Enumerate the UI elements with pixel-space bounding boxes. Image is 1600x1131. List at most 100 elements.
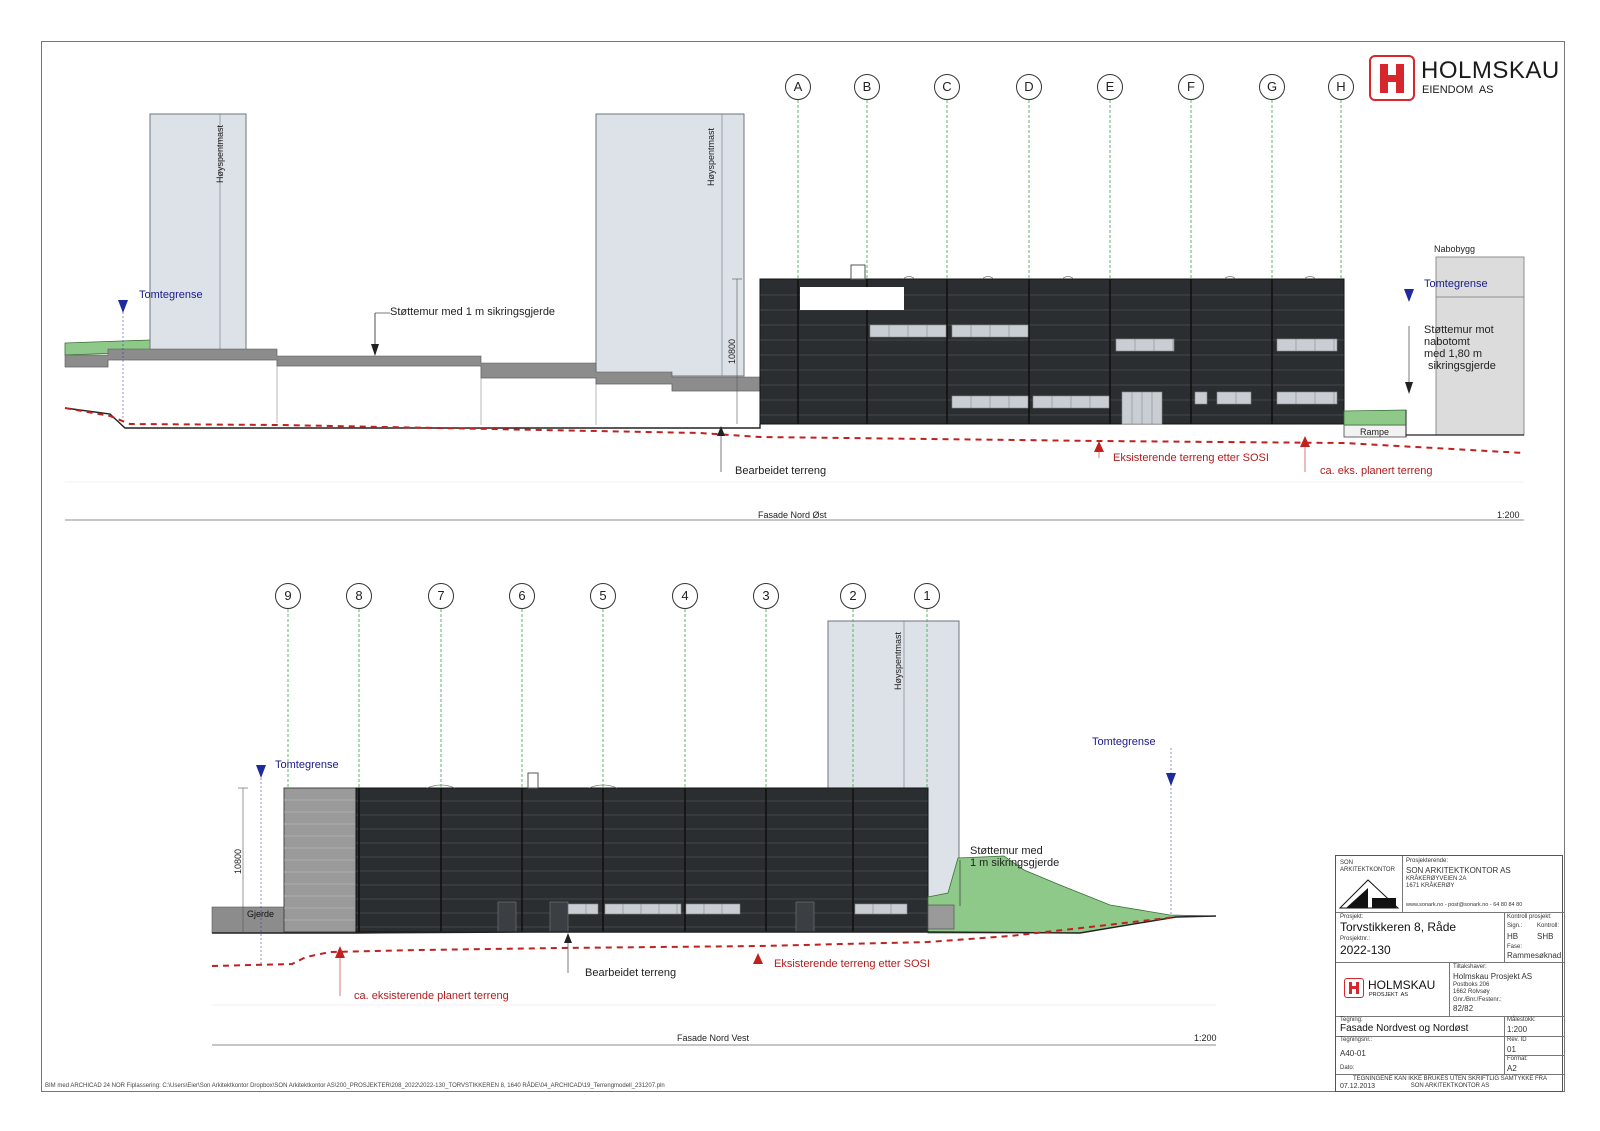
existing-terrain-bottom bbox=[211, 916, 1177, 967]
disclaimer-line-2: SON ARKITEKTKONTOR AS bbox=[1410, 1083, 1490, 1089]
firm-logo-line-2: ARKITEKTKONTOR bbox=[1340, 867, 1395, 873]
gnr-label: Gnr./Bnr./Festenr.: bbox=[1453, 997, 1502, 1003]
prosjekterende-name: SON ARKITEKTKONTOR AS bbox=[1406, 866, 1511, 875]
top-grid-bubble-E: E bbox=[1097, 74, 1123, 100]
eksisterende-label-bottom: Eksisterende terreng etter SOSI bbox=[774, 958, 930, 970]
top-grid-bubble-D: D bbox=[1016, 74, 1042, 100]
roof-vent bbox=[850, 264, 866, 280]
tomtegrense-label-top-right: Tomtegrense bbox=[1424, 278, 1488, 290]
client-logo-sub: PROSJEKT AS bbox=[1369, 992, 1409, 998]
bottom-grid-bubble-2: 2 bbox=[840, 583, 866, 609]
stottemur-nabo-line-1: Støttemur mot bbox=[1424, 324, 1494, 336]
mast-middle bbox=[595, 113, 745, 377]
stottemur-label-top: Støttemur med 1 m sikringsgjerde bbox=[390, 306, 556, 318]
prosjekterende-label: Prosjekterende: bbox=[1406, 858, 1449, 864]
dato-value: 07.12.2013 bbox=[1340, 1083, 1376, 1090]
facade-window bbox=[685, 903, 741, 915]
sign-label: Sign.: bbox=[1507, 923, 1523, 929]
top-grid-bubble-F: F bbox=[1178, 74, 1204, 100]
tiltakshaver-postbox: Postboks 206 bbox=[1453, 982, 1490, 988]
ground-line-bottom bbox=[212, 915, 1217, 934]
client-logo-name: HOLMSKAU bbox=[1368, 978, 1436, 992]
format-value: A2 bbox=[1507, 1064, 1517, 1073]
stottemur-label-bottom: Støttemur med 1 m sikringsgjerde bbox=[970, 845, 1059, 869]
tomtegrense-label-bottom-right: Tomtegrense bbox=[1092, 736, 1156, 748]
logo-sub: EIENDOM AS bbox=[1422, 84, 1494, 96]
mast-left bbox=[149, 113, 247, 353]
tiltakshaver-city: 1662 Rolvsøy bbox=[1453, 989, 1490, 995]
planert-label-bottom: ca. eksisterende planert terreng bbox=[354, 990, 509, 1002]
kontroll-sign-label: Kontroll: bbox=[1537, 923, 1560, 929]
height-dimension-top: 10800 bbox=[727, 338, 737, 364]
bearbeidet-label-bottom: Bearbeidet terreng bbox=[585, 967, 677, 979]
bottom-grid-bubble-7: 7 bbox=[428, 583, 454, 609]
mast-label-top-left: Høyspentmast bbox=[215, 124, 225, 183]
tegningsnr-value: A40-01 bbox=[1340, 1049, 1366, 1058]
top-grid-bubble-H: H bbox=[1328, 74, 1354, 100]
prosjekterende-city: 1671 KRÅKERØY bbox=[1406, 883, 1455, 889]
bottom-grid-bubble-6: 6 bbox=[509, 583, 535, 609]
bottom-grid-bubble-3: 3 bbox=[753, 583, 779, 609]
rev-value: 01 bbox=[1507, 1045, 1516, 1054]
tiltakshaver-label: Tiltakshaver: bbox=[1453, 964, 1487, 970]
stottemur-nabo-line-2: nabotomt bbox=[1424, 336, 1470, 348]
firm-logo-icon bbox=[1338, 879, 1400, 909]
stottemur-bottom-line-2: 1 m sikringsgjerde bbox=[970, 857, 1060, 869]
gjerde-label: Gjerde bbox=[247, 909, 275, 919]
tomtegrense-label-bottom-left: Tomtegrense bbox=[275, 759, 339, 771]
facade-window bbox=[604, 903, 682, 915]
tomtegrense-label-top-left: Tomtegrense bbox=[139, 289, 203, 301]
logo-h-icon bbox=[1369, 55, 1415, 101]
existing-terrain-top bbox=[64, 407, 1525, 454]
prosjektnr-value: 2022-130 bbox=[1340, 943, 1391, 957]
bottom-grid-bubble-8: 8 bbox=[346, 583, 372, 609]
mast-label-top-middle: Høyspentmast bbox=[706, 127, 716, 186]
prosjekt-value: Torvstikkeren 8, Råde bbox=[1340, 920, 1457, 934]
tomtegrense-marker-left-bottom bbox=[256, 765, 266, 778]
tegningsnr-label: Tegningsnr.: bbox=[1340, 1037, 1373, 1043]
tomtegrense-marker-right-top bbox=[1404, 289, 1414, 302]
footer-file-path: BIM med ARCHICAD 24 NOR Fiplassering: C:… bbox=[45, 1083, 665, 1089]
roof-skylight bbox=[981, 276, 995, 280]
title-top: Fasade Nord Øst bbox=[758, 510, 827, 520]
tiltakshaver-name: Holmskau Prosjekt AS bbox=[1453, 972, 1533, 981]
stottemur-nabo-line-4: sikringsgjerde bbox=[1428, 360, 1496, 372]
facade-window bbox=[1115, 338, 1175, 352]
firm-logo-text: SON ARKITEKTKONTOR bbox=[1340, 860, 1395, 874]
facade-sign-panel bbox=[800, 287, 904, 310]
roof-skylight bbox=[1303, 276, 1317, 280]
top-grid-bubble-C: C bbox=[934, 74, 960, 100]
planert-label-top: ca. eks. planert terreng bbox=[1320, 465, 1433, 477]
facade-window bbox=[854, 903, 908, 915]
prosjektnr-label: Prosjektnr.: bbox=[1340, 936, 1371, 942]
sheet-border bbox=[41, 41, 1565, 1092]
top-grid-bubble-B: B bbox=[854, 74, 880, 100]
rev-label: Rev. ID bbox=[1507, 1037, 1527, 1043]
dato-label: Dato: bbox=[1340, 1065, 1355, 1071]
scale-bottom: 1:200 bbox=[1194, 1033, 1217, 1043]
disclaimer: TEGNINGENE KAN IKKE BRUKES UTEN SKRIFTLI… bbox=[1336, 1076, 1564, 1090]
prosjekt-label: Prosjekt: bbox=[1340, 914, 1364, 920]
bearbeidet-label-top: Bearbeidet terreng bbox=[735, 465, 827, 477]
prosjekterende-address: KRÅKERØYVEIEN 2A bbox=[1406, 876, 1467, 882]
kontroll-value: SHB bbox=[1537, 932, 1554, 941]
fase-value: Rammesøknad bbox=[1507, 951, 1562, 960]
kontroll-prosjekt-label: Kontroll prosjekt: bbox=[1507, 914, 1552, 920]
malestokk-label: Målestokk: bbox=[1507, 1017, 1536, 1023]
gnr-value: 82/82 bbox=[1453, 1004, 1474, 1013]
stottemur-nabo-label: Støttemur mot nabotomt med 1,80 m sikrin… bbox=[1424, 324, 1496, 372]
scale-top: 1:200 bbox=[1497, 510, 1520, 520]
roof-vent bbox=[527, 772, 539, 789]
top-grid-bubble-G: G bbox=[1259, 74, 1285, 100]
facade-window bbox=[1216, 391, 1252, 405]
eksisterende-label-top: Eksisterende terreng etter SOSI bbox=[1113, 452, 1269, 464]
tomtegrense-marker-right-bottom bbox=[1166, 773, 1176, 786]
bottom-grid-bubble-9: 9 bbox=[275, 583, 301, 609]
facade-window bbox=[1276, 338, 1338, 352]
height-dimension-bottom: 10800 bbox=[233, 848, 243, 874]
bottom-grid-bubble-4: 4 bbox=[672, 583, 698, 609]
logo-name: HOLMSKAU bbox=[1421, 57, 1560, 84]
title-bottom: Fasade Nord Vest bbox=[677, 1033, 750, 1043]
